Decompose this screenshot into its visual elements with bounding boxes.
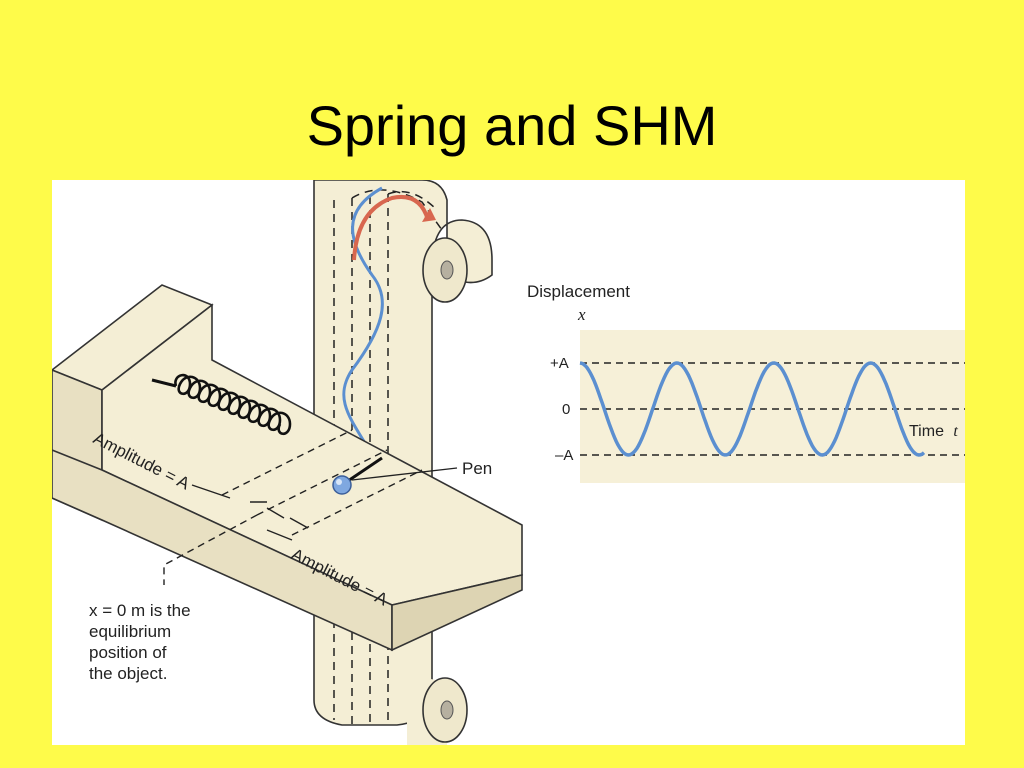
slide-title: Spring and SHM [306, 94, 718, 157]
equilibrium-note-line: position of [89, 643, 167, 662]
time-axis-label: Time t [909, 423, 958, 440]
displacement-trace [579, 361, 926, 457]
time-axis-title: Time [909, 423, 944, 440]
pen-mass [332, 456, 458, 495]
equilibrium-note-line: the object. [89, 664, 168, 683]
equilibrium-note-line: x = 0 m is the [89, 601, 191, 620]
graph-panel [580, 330, 965, 483]
time-axis-symbol: t [953, 423, 958, 440]
graph-y-title: Displacement [527, 282, 630, 301]
equilibrium-note: x = 0 m is the equilibrium position of t… [89, 600, 191, 684]
tick-zero: 0 [562, 401, 570, 418]
tick-minus-a: –A [555, 447, 573, 464]
graph-y-symbol: x [577, 305, 586, 324]
spring [151, 373, 292, 436]
shm-figure: Amplitude = A Amplitude = A Pen Displace… [52, 180, 965, 745]
tick-plus-a: +A [550, 355, 569, 372]
pen-label: Pen [462, 459, 492, 478]
figure-drawing: Amplitude = A Amplitude = A Pen Displace… [52, 180, 965, 745]
equilibrium-note-line: equilibrium [89, 622, 172, 641]
displacement-graph: Displacement x +A 0 –A Time t [527, 282, 965, 483]
platform [52, 284, 523, 652]
